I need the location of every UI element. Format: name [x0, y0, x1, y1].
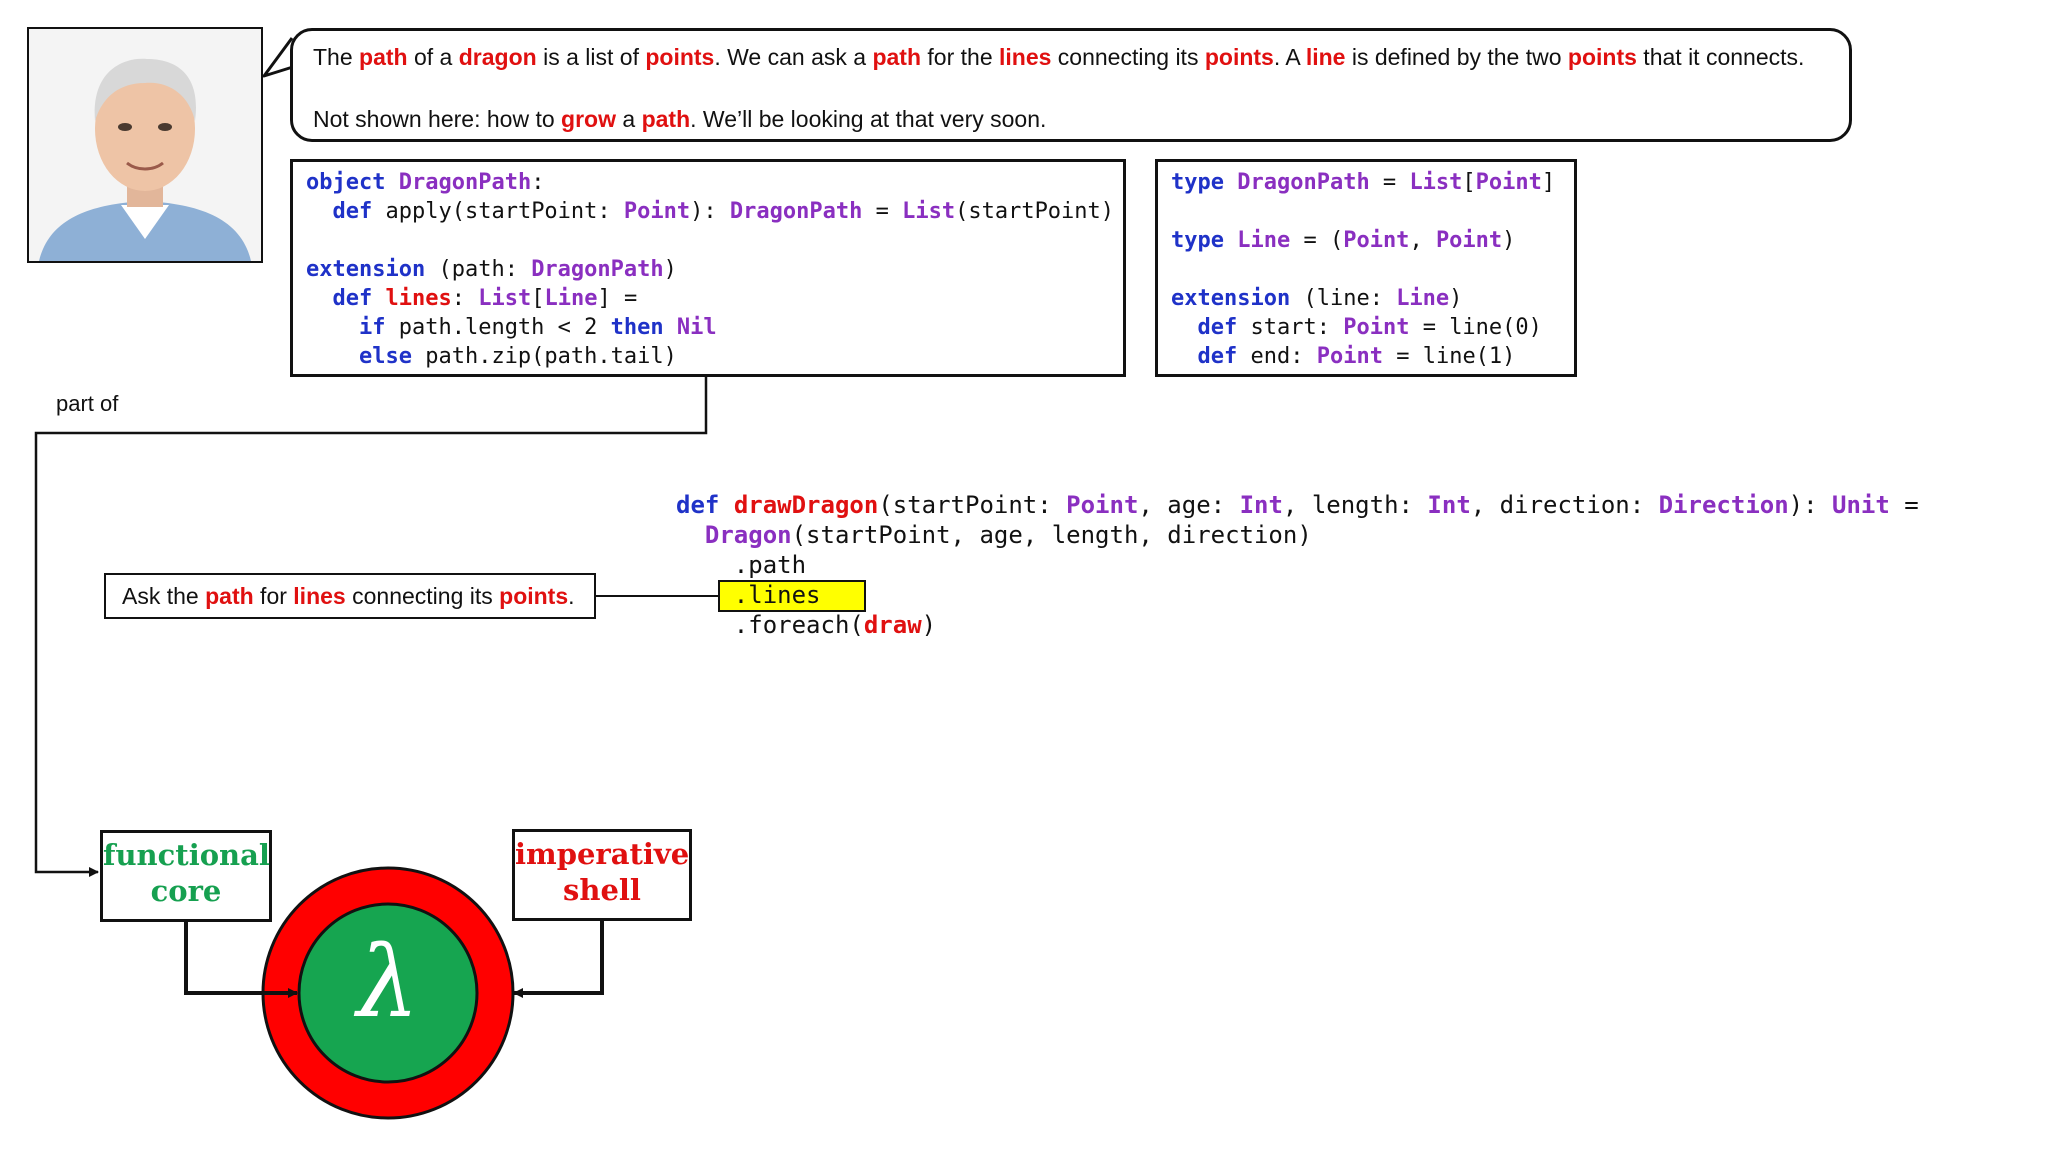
- functional-core-line-2: core: [103, 873, 269, 909]
- imperative-shell-line-2: shell: [515, 872, 689, 908]
- draw-dragon-code: def drawDragon(startPoint: Point, age: I…: [676, 490, 1919, 640]
- imperative-shell-arrow: [514, 921, 602, 993]
- lines-callout: Ask the path for lines connecting its po…: [104, 573, 596, 619]
- functional-core-label: functional core: [100, 830, 272, 922]
- imperative-shell-line-1: imperative: [515, 836, 689, 872]
- part-of-label: part of: [56, 391, 118, 417]
- part-of-connector-line: [36, 377, 706, 872]
- imperative-shell-label: imperative shell: [512, 829, 692, 921]
- functional-core-line-1: functional: [103, 837, 269, 873]
- lambda-symbol: λ: [350, 928, 426, 1038]
